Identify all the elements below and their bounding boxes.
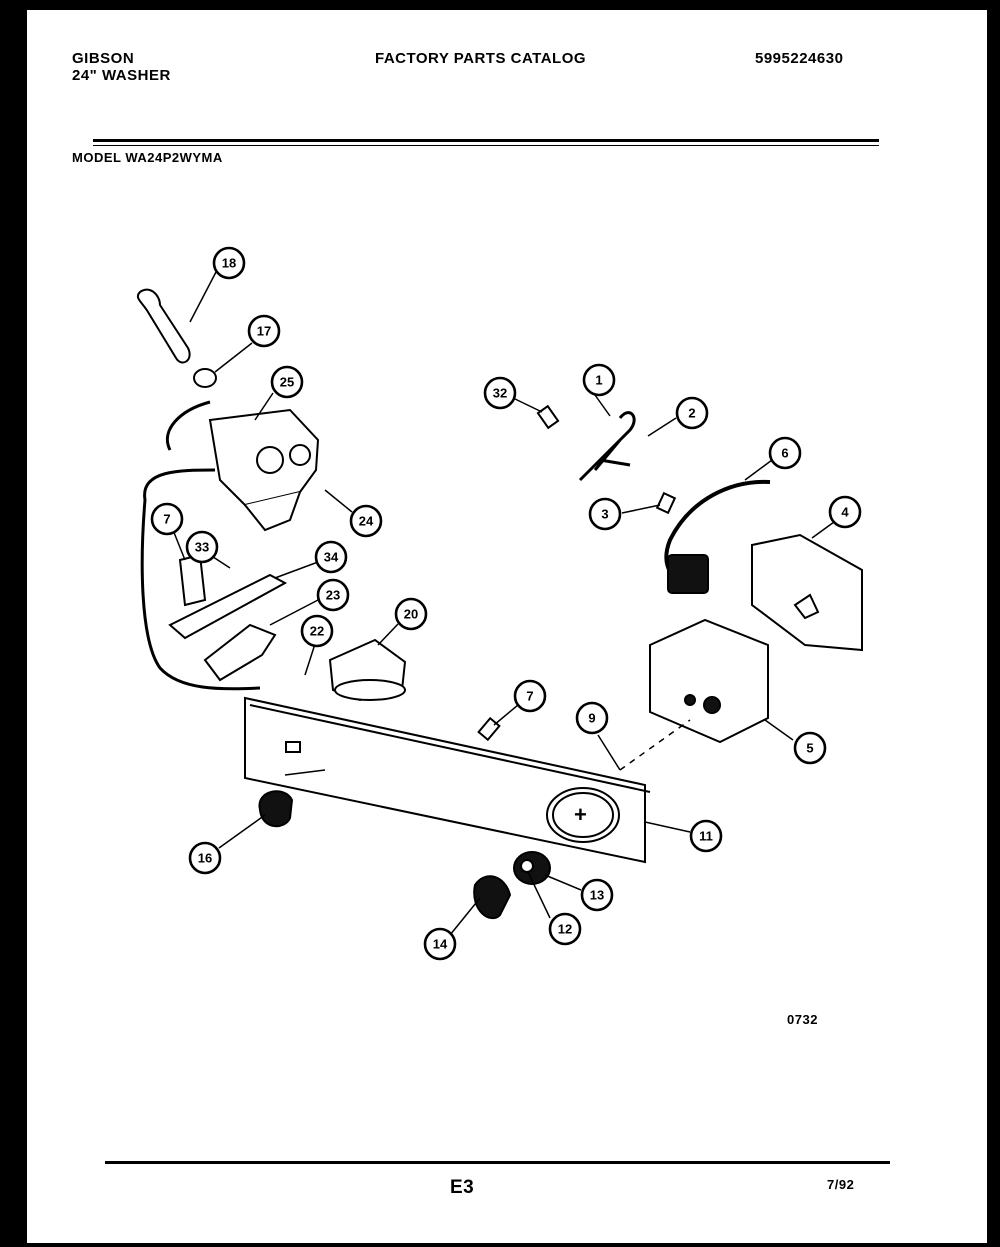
callout-34: 34 (314, 540, 348, 574)
product-name: 24" WASHER (72, 67, 171, 84)
svg-text:7: 7 (526, 689, 533, 704)
callout-25: 25 (270, 365, 304, 399)
callout-7-left: 7 (150, 502, 184, 536)
callout-18: 18 (212, 246, 246, 280)
callout-11: 11 (689, 819, 723, 853)
connector-part (536, 404, 560, 430)
header-rule-thin (93, 145, 879, 146)
knob-14-part (473, 875, 512, 920)
svg-text:32: 32 (493, 386, 507, 401)
svg-text:23: 23 (326, 588, 340, 603)
svg-text:12: 12 (558, 922, 572, 937)
drawing-code: 0732 (787, 1012, 818, 1027)
catalog-number: 5995224630 (755, 50, 844, 67)
brand-name: GIBSON (72, 50, 135, 67)
callout-3: 3 (588, 497, 622, 531)
knob-16-part (258, 790, 294, 828)
callout-12: 12 (548, 912, 582, 946)
svg-text:9: 9 (588, 711, 595, 726)
wire-harness-part (140, 400, 261, 691)
svg-text:4: 4 (841, 505, 849, 520)
svg-text:14: 14 (433, 937, 448, 952)
model-number: MODEL WA24P2WYMA (72, 150, 223, 165)
callout-24: 24 (349, 504, 383, 538)
hose-part (136, 288, 191, 364)
callout-1: 1 (582, 363, 616, 397)
callout-33: 33 (185, 530, 219, 564)
catalog-title: FACTORY PARTS CATALOG (375, 50, 587, 67)
svg-text:13: 13 (590, 888, 604, 903)
svg-text:24: 24 (359, 514, 374, 529)
svg-text:3: 3 (601, 507, 608, 522)
svg-text:11: 11 (699, 829, 713, 844)
footer-rule (105, 1161, 890, 1164)
callout-16: 16 (188, 841, 222, 875)
callout-23: 23 (316, 578, 350, 612)
svg-text:17: 17 (257, 324, 271, 339)
callout-20: 20 (394, 597, 428, 631)
svg-text:2: 2 (688, 406, 695, 421)
timer-part (649, 618, 769, 744)
header-rule-thick (93, 139, 879, 142)
svg-text:20: 20 (404, 607, 418, 622)
bracket-part (168, 573, 288, 640)
callout-6: 6 (768, 436, 802, 470)
callout-4: 4 (828, 495, 862, 529)
svg-text:34: 34 (324, 550, 339, 565)
callout-17: 17 (247, 314, 281, 348)
svg-text:1: 1 (595, 373, 602, 388)
svg-text:7: 7 (163, 512, 170, 527)
svg-text:+: + (574, 802, 587, 827)
callout-14: 14 (423, 927, 457, 961)
callout-7-center: 7 (513, 679, 547, 713)
svg-text:22: 22 (310, 624, 324, 639)
svg-text:16: 16 (198, 851, 212, 866)
callout-5: 5 (793, 731, 827, 765)
brand-block: GIBSON 24" WASHER (72, 50, 171, 84)
callout-13: 13 (580, 878, 614, 912)
control-panel-part (244, 696, 646, 864)
callout-2: 2 (675, 396, 709, 430)
page-number: E3 (450, 1177, 475, 1198)
callout-32: 32 (483, 376, 517, 410)
switch-part (203, 623, 277, 682)
callout-22: 22 (300, 614, 334, 648)
catalog-date: 7/92 (827, 1177, 855, 1192)
svg-text:5: 5 (806, 741, 813, 756)
leader-lines (172, 271, 835, 936)
clip-part (477, 716, 501, 742)
svg-text:25: 25 (280, 375, 294, 390)
timer-cover-part (751, 533, 863, 652)
clamp-part (193, 368, 217, 388)
svg-text:18: 18 (222, 256, 236, 271)
callout-9: 9 (575, 701, 609, 735)
svg-text:6: 6 (781, 446, 788, 461)
svg-text:33: 33 (195, 540, 209, 555)
wire-lead-part (578, 411, 636, 482)
